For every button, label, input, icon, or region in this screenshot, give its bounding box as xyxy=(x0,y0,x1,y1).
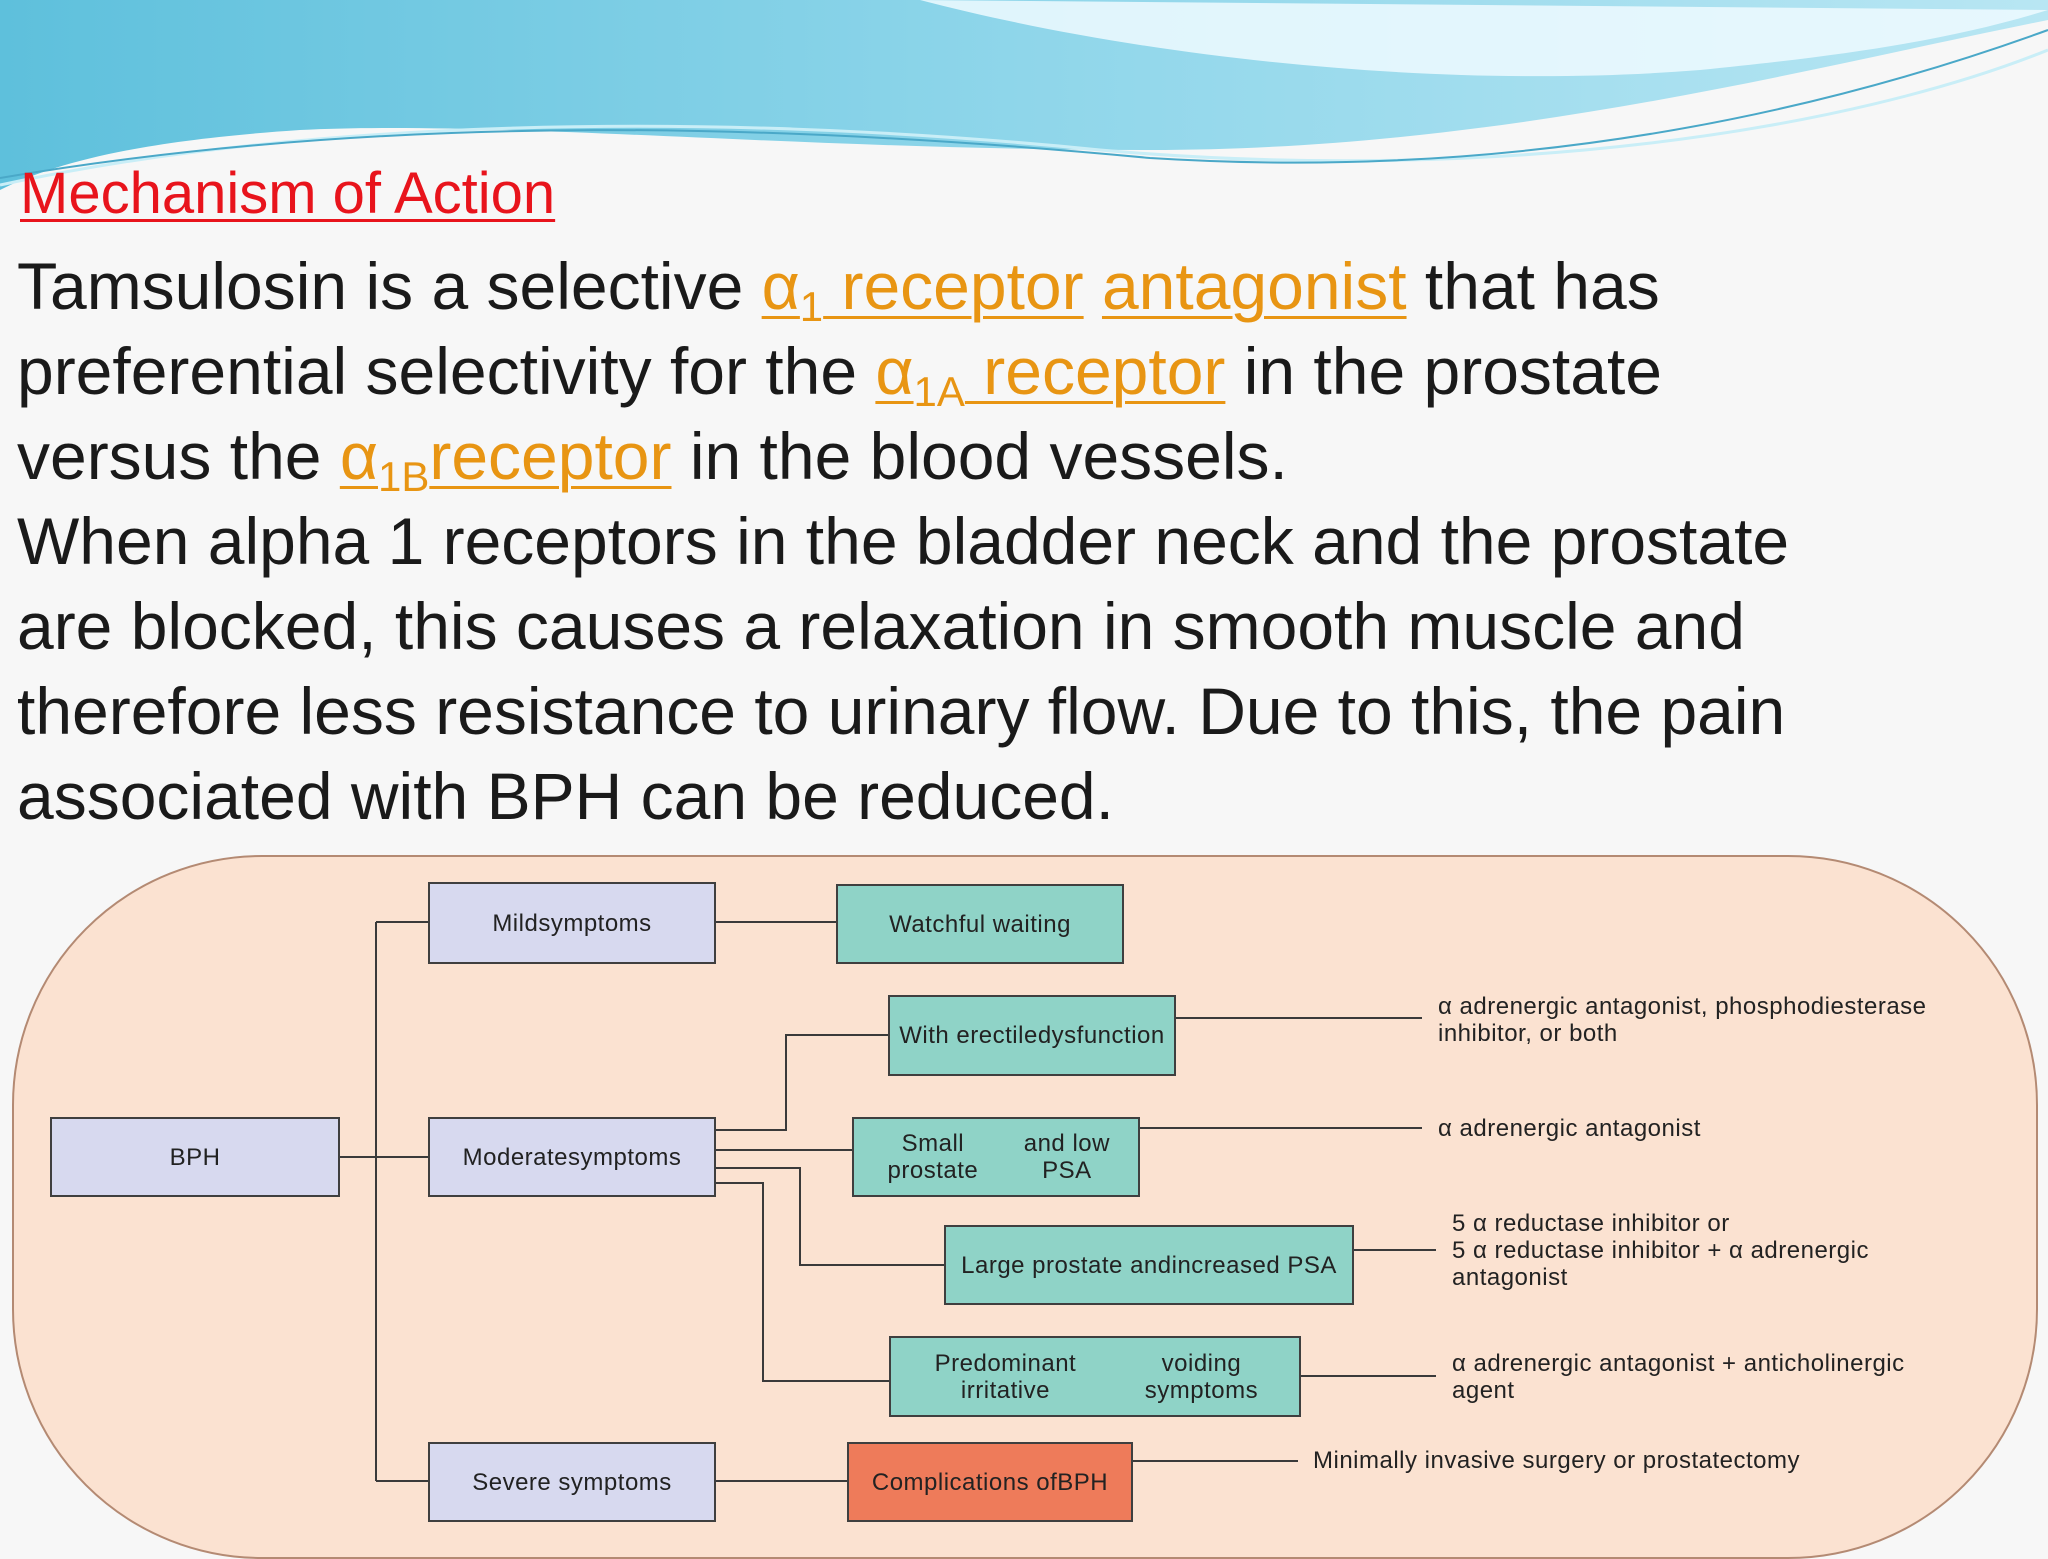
flowchart-panel xyxy=(12,855,2038,1559)
flowchart-connectors xyxy=(339,921,1436,1482)
paragraph2-line3: therefore less resistance to urinary flo… xyxy=(17,674,1786,748)
paragraph1-line1: Tamsulosin is a selective α1 receptor an… xyxy=(17,249,1660,330)
slide-title: Mechanism of Action xyxy=(20,161,556,226)
outcome-irritative: α adrenergic antagonist + anticholinergi… xyxy=(1452,1350,1905,1404)
header-wave-decoration xyxy=(0,0,2048,190)
severe-symptoms-node: Severe symptoms xyxy=(428,1442,716,1522)
watchful-waiting-node: Watchful waiting xyxy=(836,884,1124,964)
outcome-erectile: α adrenergic antagonist, phosphodiestera… xyxy=(1438,993,1927,1047)
alpha1a-receptor-link[interactable]: α1A receptor xyxy=(875,334,1226,415)
paragraph2-line1: When alpha 1 receptors in the bladder ne… xyxy=(17,504,1790,578)
paragraph1-line2: preferential selectivity for the α1A rec… xyxy=(17,334,1662,415)
paragraph1-line3: versus the α1Breceptor in the blood vess… xyxy=(17,419,1288,500)
outcome-severe: Minimally invasive surgery or prostatect… xyxy=(1313,1447,1800,1474)
paragraph2-line2: are blocked, this causes a relaxation in… xyxy=(17,589,1745,663)
bph-node: BPH xyxy=(50,1117,340,1197)
outcome-small-prostate: α adrenergic antagonist xyxy=(1438,1115,1701,1142)
alpha1b-receptor-link[interactable]: α1Breceptor xyxy=(339,419,672,500)
body-text: Tamsulosin is a selective α1 receptor an… xyxy=(17,244,2017,839)
paragraph2-line4: associated with BPH can be reduced. xyxy=(17,759,1114,833)
antagonist-link[interactable]: antagonist xyxy=(1101,249,1407,323)
alpha1-receptor-link[interactable]: α1 receptor xyxy=(761,249,1084,330)
